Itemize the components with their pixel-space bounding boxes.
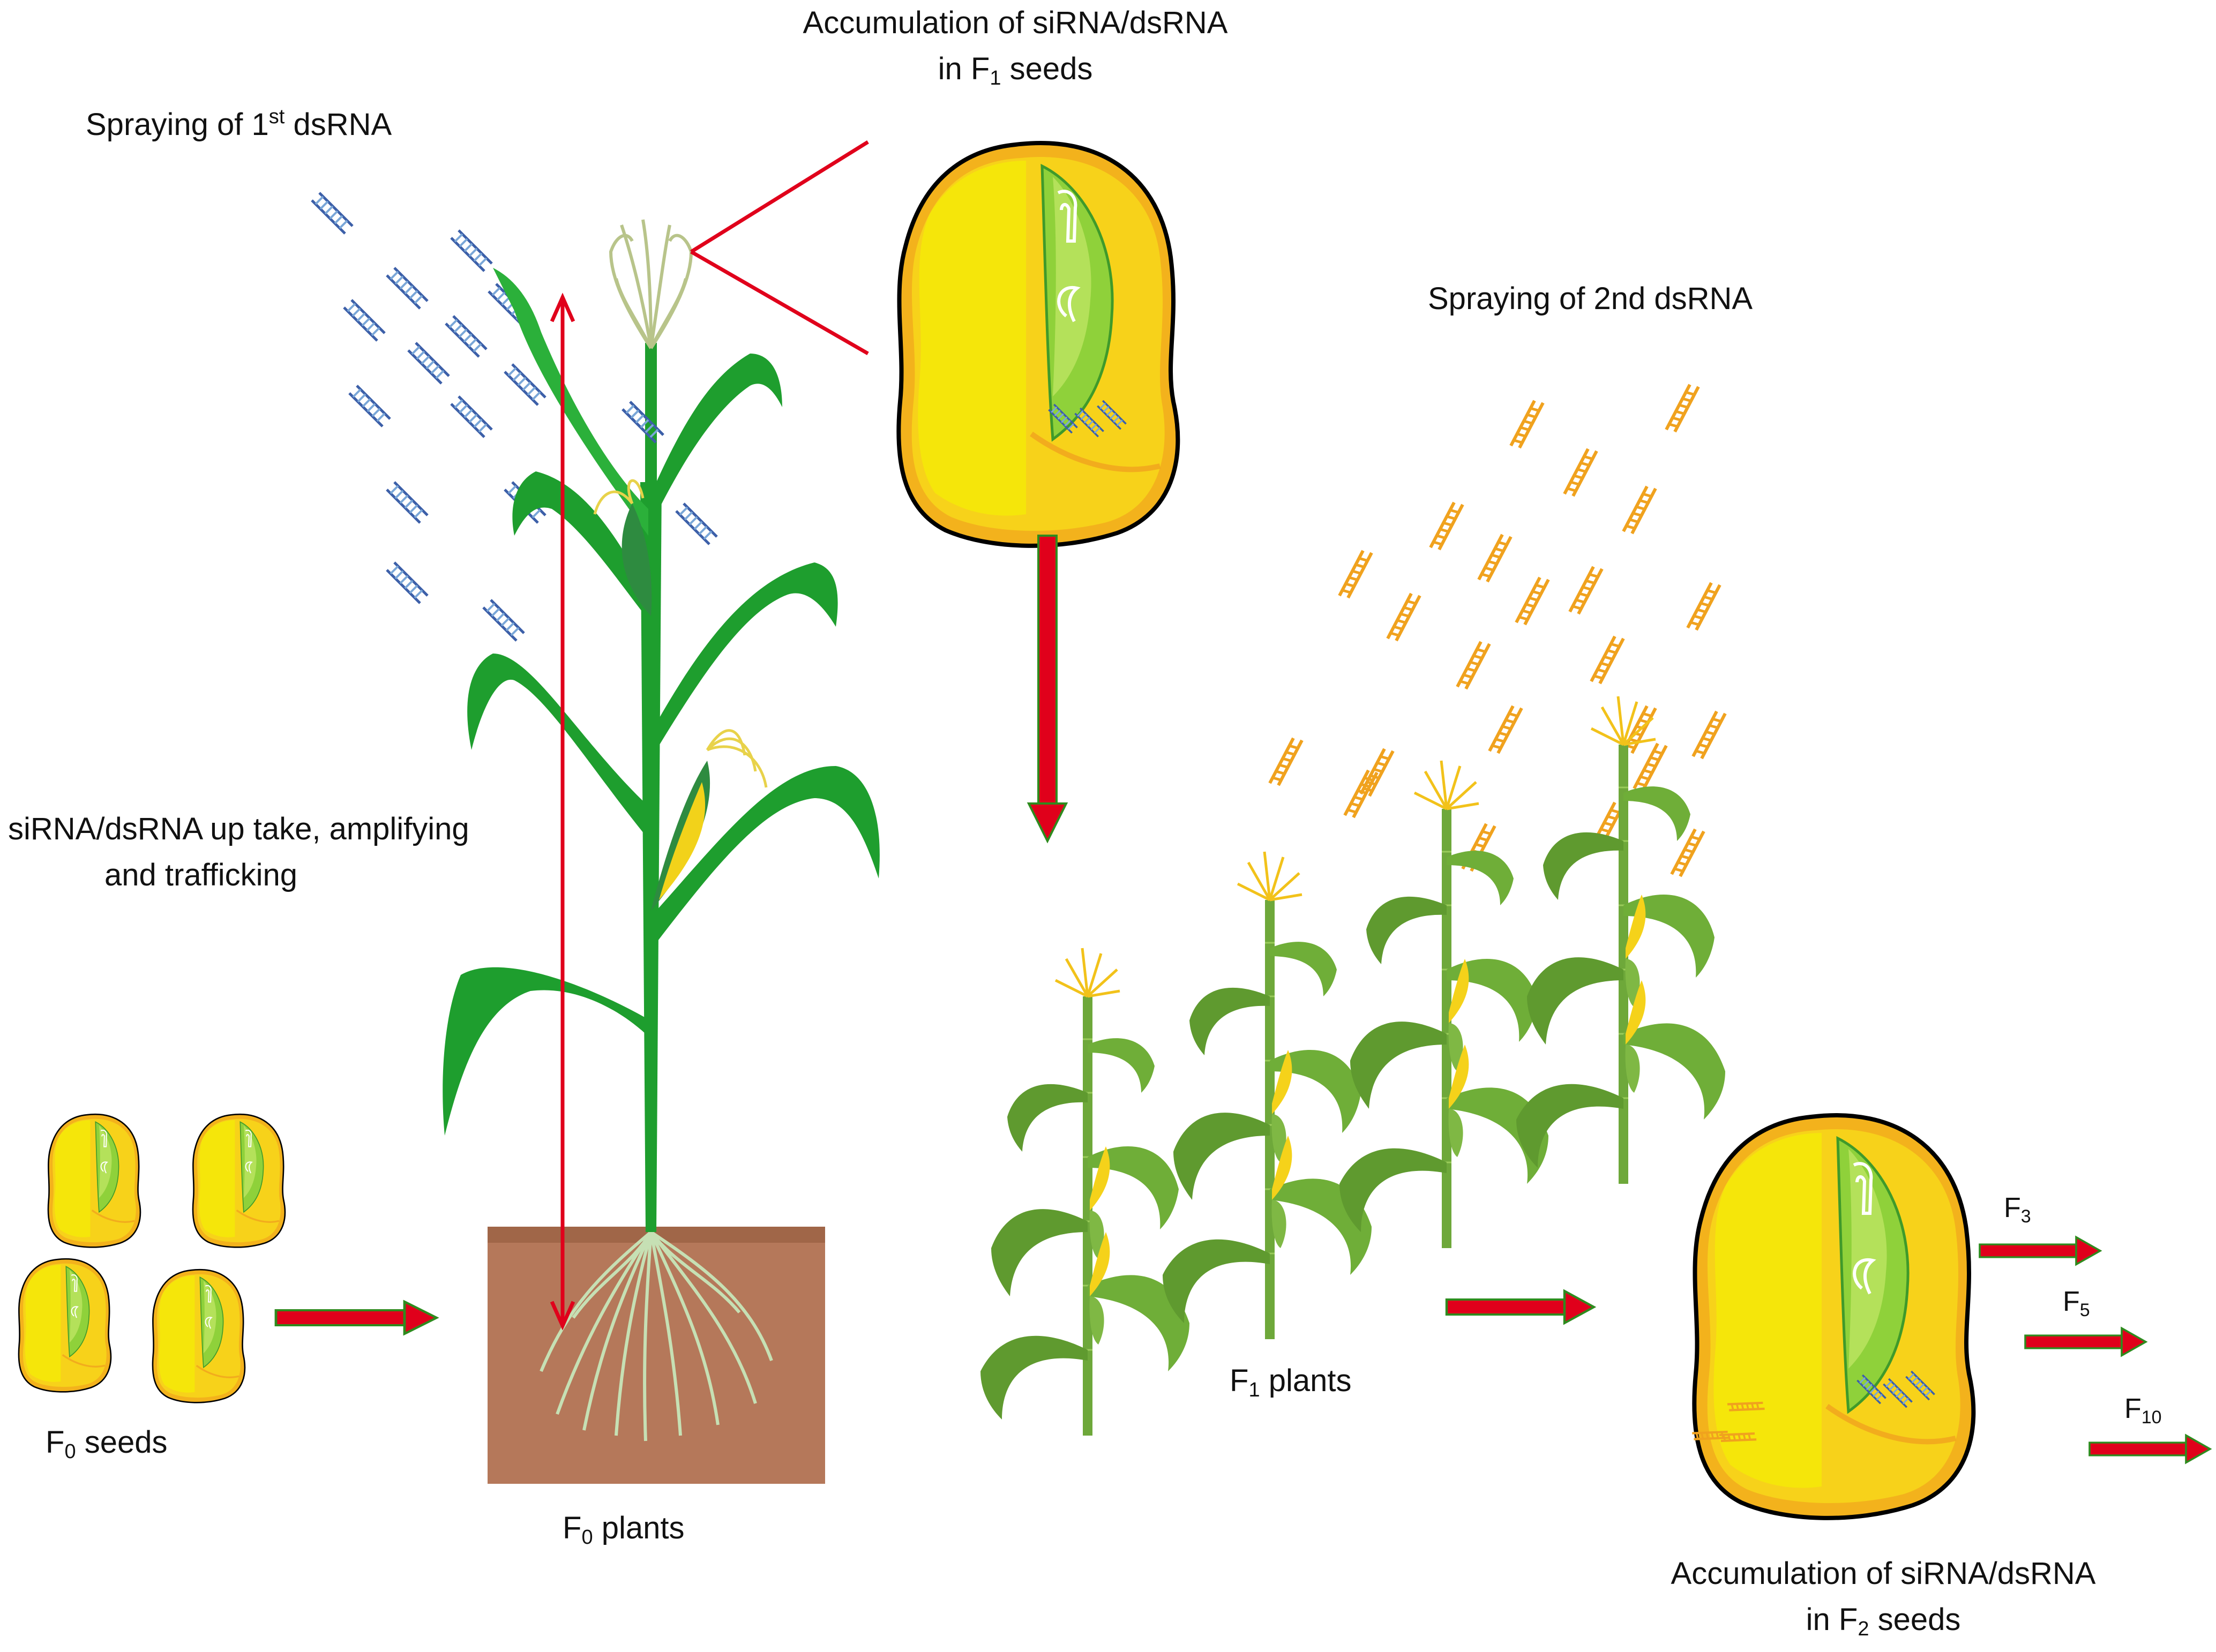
spray-first-label: Spraying of 1st dsRNA <box>86 102 392 148</box>
first-dsrna-on-plant <box>623 402 663 442</box>
uptake-line1: siRNA/dsRNA up take, amplifying <box>8 812 469 846</box>
spray-first-text: Spraying of 1 <box>86 107 269 142</box>
arrow-f10 <box>2088 1434 2211 1464</box>
plants-to-seed-arrow <box>1447 1291 1594 1323</box>
f0-seeds-sub: 0 <box>64 1440 76 1463</box>
down-arrow <box>1027 535 1068 844</box>
spray-first-sup: st <box>268 106 285 128</box>
f0-plants-sub: 0 <box>581 1526 593 1549</box>
f0-plants-label: F0 plants <box>563 1505 684 1551</box>
generation-f5-sub: 5 <box>2079 1300 2090 1320</box>
f0-seeds <box>18 1113 286 1403</box>
f0-seeds-f: F <box>46 1425 65 1460</box>
spray-first-text-b: dsRNA <box>285 107 392 142</box>
generation-f3-prefix: F <box>2004 1192 2021 1223</box>
generation-f10-prefix: F <box>2124 1393 2142 1424</box>
arrow-f5 <box>2024 1327 2147 1357</box>
arrow-f3 <box>1979 1236 2101 1266</box>
soil-block <box>488 1227 825 1484</box>
accumulation-f1-seeds: seeds <box>1001 51 1093 86</box>
uptake-label: siRNA/dsRNA up take, amplifying and traf… <box>8 806 469 898</box>
accumulation-f2-line1: Accumulation of siRNA/dsRNA <box>1671 1556 2096 1591</box>
accumulation-f1-line2: in F1 seeds <box>803 46 1228 92</box>
zoom-lines <box>690 140 869 356</box>
accumulation-f1-in: in F <box>938 51 990 86</box>
accumulation-f1-sub: 1 <box>990 67 1001 89</box>
f1-plants-sub: 1 <box>1248 1379 1260 1401</box>
accumulation-f2-in: in F <box>1806 1602 1858 1637</box>
trafficking-double-arrow <box>550 292 575 1331</box>
accumulation-f1-line1: Accumulation of siRNA/dsRNA <box>803 5 1228 40</box>
accumulation-f2-line2: in F2 seeds <box>1671 1597 2096 1643</box>
accumulation-f2-seeds: seeds <box>1869 1602 1961 1637</box>
generation-arrows <box>1979 1236 2211 1464</box>
large-maize-plant <box>443 219 880 1232</box>
accumulation-f2-sub: 2 <box>1858 1618 1869 1640</box>
generation-f3-sub: 3 <box>2020 1206 2031 1227</box>
generation-f5-label: F5 <box>2063 1286 2090 1320</box>
f1-seed <box>899 143 1178 546</box>
roots <box>540 1230 773 1441</box>
f0-seeds-text: seeds <box>76 1425 168 1460</box>
f1-plants-label: F1 plants <box>1230 1358 1351 1404</box>
f2-seed <box>1691 1115 1973 1518</box>
accumulation-f1-label: Accumulation of siRNA/dsRNA in F1 seeds <box>803 0 1228 92</box>
generation-f10-sub: 10 <box>2141 1407 2162 1428</box>
f0-plants-f: F <box>563 1511 582 1545</box>
generation-f3-label: F3 <box>2004 1192 2031 1227</box>
generation-f5-prefix: F <box>2063 1286 2080 1317</box>
f0-plants-text: plants <box>593 1511 685 1545</box>
spray-second-label: Spraying of 2nd dsRNA <box>1428 281 1753 316</box>
f1-plants-f: F <box>1230 1363 1249 1398</box>
seeds-to-plant-arrow <box>276 1302 437 1334</box>
f0-seeds-label: F0 seeds <box>46 1420 167 1466</box>
f1-plants-text: plants <box>1260 1363 1352 1398</box>
generation-f10-label: F10 <box>2124 1393 2162 1428</box>
accumulation-f2-label: Accumulation of siRNA/dsRNA in F2 seeds <box>1671 1551 2096 1643</box>
uptake-line2: and trafficking <box>104 858 298 892</box>
